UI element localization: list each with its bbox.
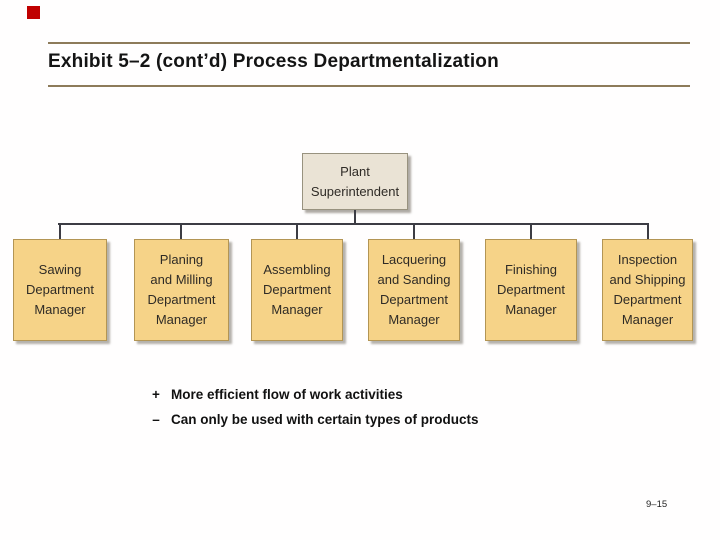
title-rule-top — [48, 42, 690, 44]
connector-drop — [180, 224, 182, 239]
org-box-lacquering-and-sanding: Lacquering and Sanding Department Manage… — [368, 239, 460, 341]
bullet-minus-marker: – — [152, 412, 160, 427]
bullet-text: Can only be used with certain types of p… — [171, 412, 479, 427]
bullet-text: More efficient flow of work activities — [171, 387, 403, 402]
connector-horizontal-bar — [58, 223, 649, 225]
org-box-finishing: Finishing Department Manager — [485, 239, 577, 341]
org-box-plant-superintendent: Plant Superintendent — [302, 153, 408, 210]
bullet-item: – Can only be used with certain types of… — [150, 412, 479, 427]
bullet-plus-marker: + — [152, 387, 160, 402]
page-title: Exhibit 5–2 (cont’d) Process Departmenta… — [48, 51, 499, 72]
org-box-sawing: Sawing Department Manager — [13, 239, 107, 341]
template-accent-square — [27, 6, 40, 19]
page-number: 9–15 — [646, 499, 668, 510]
connector-drop — [530, 224, 532, 239]
title-rule-bottom — [48, 85, 690, 87]
org-box-assembling: Assembling Department Manager — [251, 239, 343, 341]
connector-drop — [647, 224, 649, 239]
connector-drop — [296, 224, 298, 239]
bullet-item: + More efficient flow of work activities — [150, 387, 403, 402]
connector-root-stub — [354, 210, 356, 223]
org-box-planing-and-milling: Planing and Milling Department Manager — [134, 239, 229, 341]
connector-drop — [59, 224, 61, 239]
org-box-inspection-and-shipping: Inspection and Shipping Department Manag… — [602, 239, 693, 341]
connector-drop — [413, 224, 415, 239]
